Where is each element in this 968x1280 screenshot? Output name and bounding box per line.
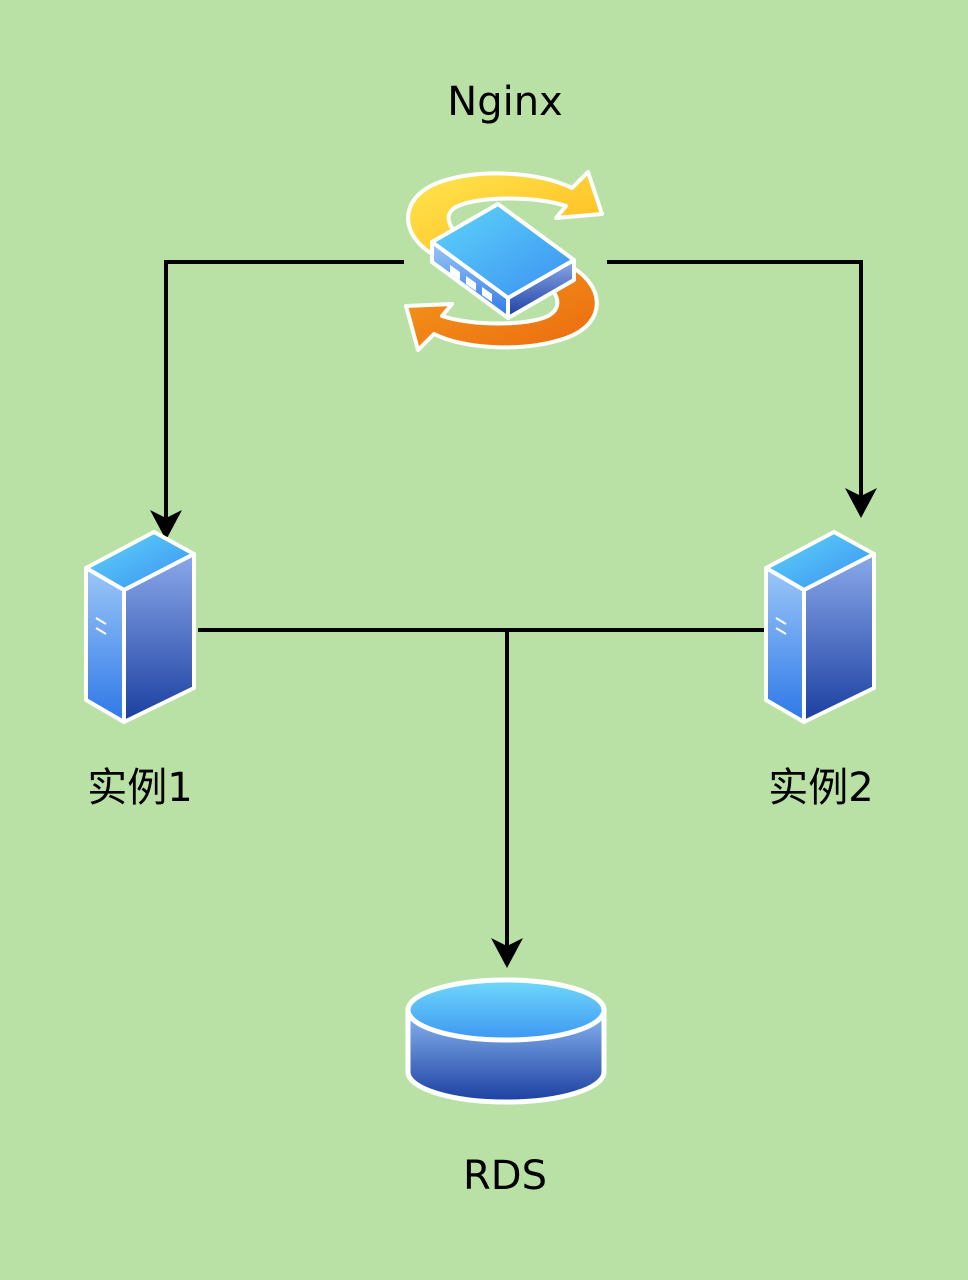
server-icon-instance1 [84, 530, 196, 724]
load-balancer-icon [404, 170, 604, 352]
database-icon [405, 977, 607, 1105]
server-icon-instance2 [764, 530, 876, 724]
instance1-label: 实例1 [87, 765, 193, 811]
edge-instances-to-rds [198, 628, 764, 968]
instance2-label: 实例2 [768, 765, 874, 811]
edge-nginx-to-instance2 [607, 260, 877, 518]
nginx-label: Nginx [447, 79, 563, 125]
rds-label: RDS [463, 1153, 547, 1199]
edge-nginx-to-instance1 [150, 260, 404, 540]
